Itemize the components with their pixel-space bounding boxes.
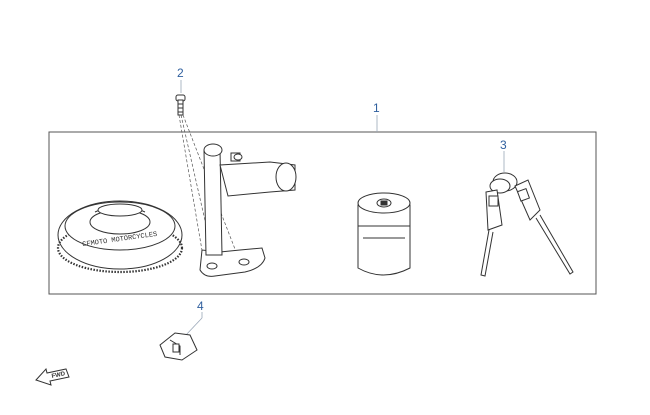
callout-4[interactable]: 4 — [197, 299, 204, 313]
forward-arrow-icon: FWD — [35, 367, 70, 386]
bolt-part — [175, 94, 186, 116]
fuel-cap-ring — [56, 200, 184, 274]
lock-bracket — [199, 143, 297, 277]
ignition-cylinder — [357, 192, 411, 276]
callout-3[interactable]: 3 — [500, 138, 507, 152]
assembly-frame — [48, 131, 597, 295]
bolt-dashed-guides — [178, 114, 241, 269]
clip-bracket — [159, 332, 198, 361]
leader-lines — [180, 80, 505, 337]
callout-1[interactable]: 1 — [373, 101, 380, 115]
keys-part — [480, 172, 574, 277]
callout-2[interactable]: 2 — [177, 66, 184, 80]
svg-text:FWD: FWD — [51, 371, 66, 380]
